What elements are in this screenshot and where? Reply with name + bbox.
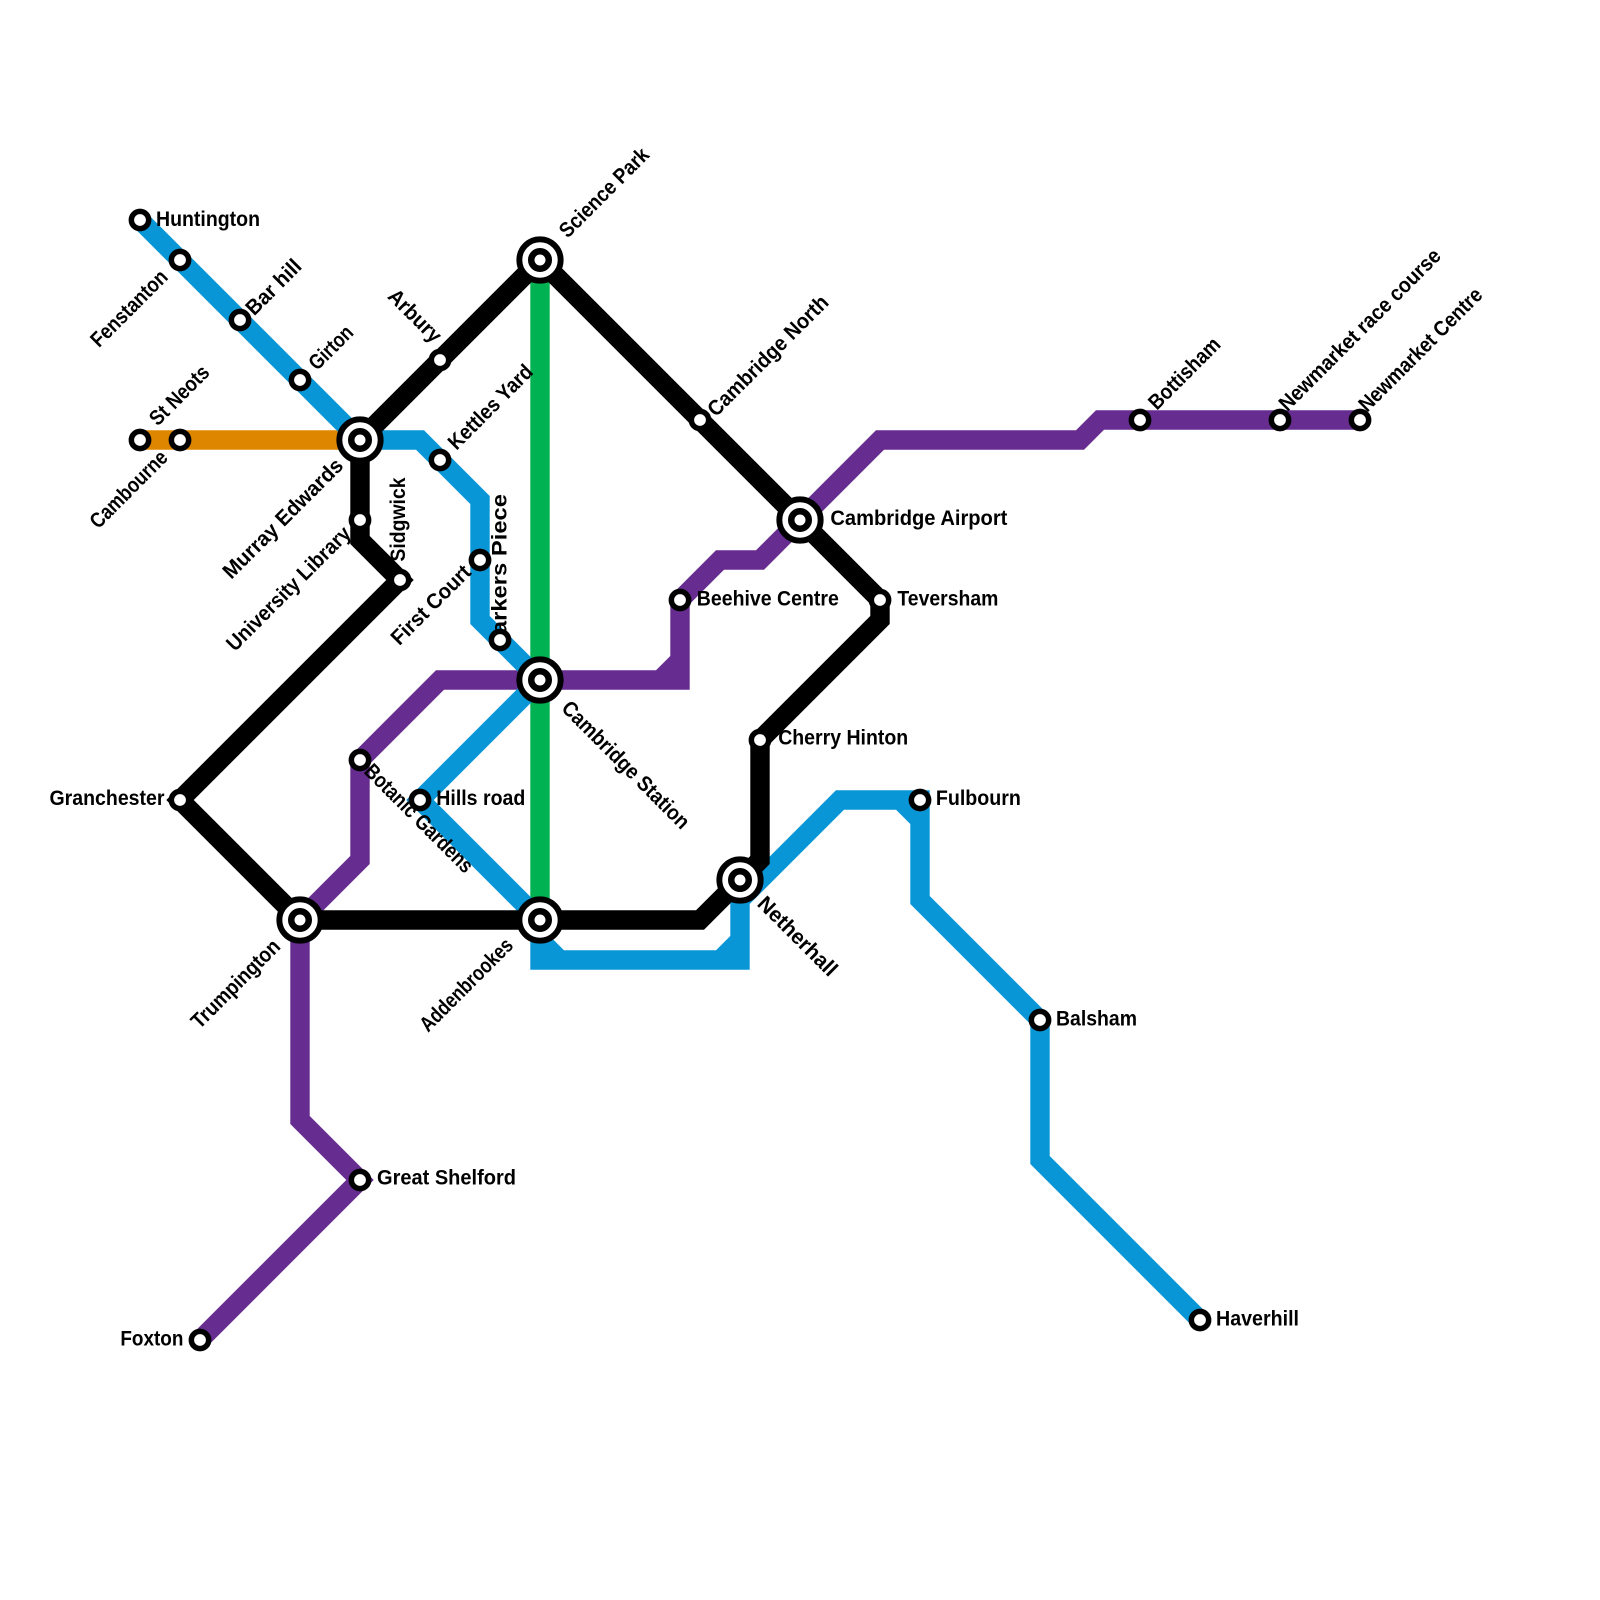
svg-text:Parkers Piece: Parkers Piece [488,494,512,650]
svg-text:Beehive Centre: Beehive Centre [697,586,839,610]
svg-text:Fulbourn: Fulbourn [936,786,1021,810]
svg-text:Hills road: Hills road [436,786,525,810]
svg-text:Sidgwick: Sidgwick [386,477,410,561]
svg-text:Great Shelford: Great Shelford [377,1166,516,1190]
svg-text:Huntington: Huntington [156,207,260,231]
svg-text:Cambridge Airport: Cambridge Airport [830,506,1007,530]
svg-text:Haverhill: Haverhill [1216,1306,1299,1330]
svg-text:Balsham: Balsham [1056,1006,1137,1030]
svg-text:Foxton: Foxton [120,1326,183,1350]
svg-text:Cherry Hinton: Cherry Hinton [778,726,908,750]
svg-text:Teversham: Teversham [897,586,998,610]
svg-text:Granchester: Granchester [50,786,165,810]
